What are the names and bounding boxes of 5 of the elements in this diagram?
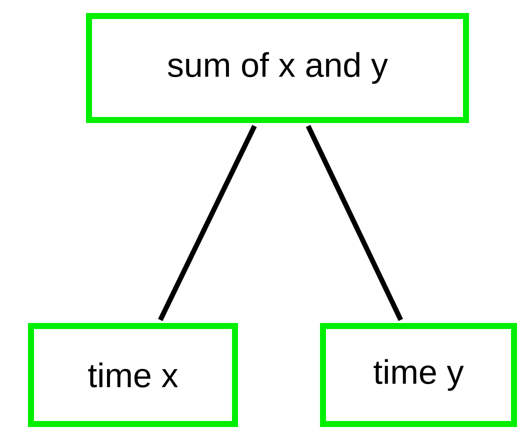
connector-line: [306, 124, 404, 322]
connector-line: [158, 124, 257, 322]
text-box: sum of x and y: [86, 13, 469, 123]
text-box: time y: [320, 322, 517, 427]
text-box: time x: [28, 322, 238, 427]
